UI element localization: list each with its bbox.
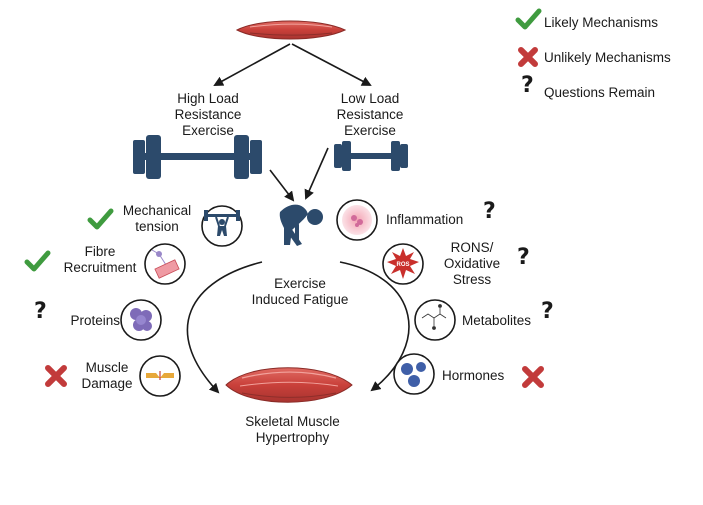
inflammation-circle	[336, 199, 378, 241]
muscle-damage-line-1: Muscle	[85, 360, 129, 375]
low-load-line-1: Low Load	[340, 91, 400, 106]
rons-circle: ROS	[382, 243, 424, 285]
hormones-label: Hormones	[442, 368, 505, 383]
rons-label: RONS/ Oxidative Stress	[432, 240, 512, 288]
low-load-label: Low Load Resistance Exercise	[320, 91, 420, 139]
question-icon-proteins: ?	[34, 299, 47, 324]
dumbbell-icon	[334, 141, 408, 171]
molecule-icon	[421, 304, 447, 330]
hypertrophy-line-2: Hypertrophy	[255, 430, 330, 445]
hypertrophy-arcs	[186, 261, 410, 394]
hypertrophy-muscle-icon	[225, 367, 353, 403]
question-icon-metabolites: ?	[541, 299, 554, 324]
legend-cross-icon	[518, 47, 538, 67]
metabolites-circle	[414, 299, 456, 341]
fibre-recruitment-line-2: Recruitment	[63, 260, 137, 275]
low-load-line-2: Resistance	[336, 107, 404, 122]
proteins-label: Proteins	[70, 313, 120, 328]
question-icon-rons: ?	[517, 245, 530, 270]
fibre-recruitment-label: Fibre Recruitment	[55, 244, 145, 276]
top-arrows	[213, 43, 372, 86]
damaged-fibre-icon	[146, 371, 174, 380]
cross-icon-hormones	[522, 366, 544, 388]
high-load-label: High Load Resistance Exercise	[158, 91, 258, 139]
fatigue-line-1: Exercise	[274, 276, 326, 291]
converging-arrows	[269, 147, 329, 202]
muscle-damage-line-2: Damage	[81, 376, 133, 391]
cross-icon-muscle-damage	[45, 365, 67, 387]
legend-unlikely-label: Unlikely Mechanisms	[544, 50, 671, 65]
fibre-recruitment-line-1: Fibre	[84, 244, 116, 259]
tired-person-icon	[279, 204, 323, 246]
legend-check-icon	[515, 8, 542, 30]
fatigue-line-2: Induced Fatigue	[251, 292, 349, 307]
muscle-damage-label: Muscle Damage	[72, 360, 142, 392]
fatigue-label: Exercise Induced Fatigue	[240, 276, 360, 308]
hypertrophy-line-1: Skeletal Muscle	[245, 414, 340, 429]
mechanical-tension-line-1: Mechanical	[122, 203, 192, 218]
fibre-recruitment-circle	[144, 243, 186, 285]
legend-questions-label: Questions Remain	[544, 85, 656, 100]
inflammation-label: Inflammation	[386, 212, 464, 227]
rons-line-3: Stress	[452, 272, 492, 287]
high-load-line-1: High Load	[177, 91, 239, 106]
ros-badge: ROS	[396, 262, 409, 268]
check-icon-fibre-recruitment	[24, 250, 51, 272]
hormones-circle	[393, 353, 435, 395]
muscle-damage-circle	[139, 355, 181, 397]
mechanical-tension-line-2: tension	[135, 219, 179, 234]
rons-line-2: Oxidative	[443, 256, 501, 271]
mechanical-tension-circle	[201, 205, 243, 247]
protein-icon	[130, 308, 152, 331]
hormone-spheres-icon	[401, 362, 426, 387]
question-icon-inflammation: ?	[483, 199, 496, 224]
mechanical-tension-label: Mechanical tension	[112, 203, 202, 235]
high-load-line-2: Resistance	[174, 107, 242, 122]
check-icon-mechanical-tension	[87, 208, 114, 230]
barbell-icon	[133, 135, 262, 179]
low-load-line-3: Exercise	[344, 123, 396, 138]
weightlifter-icon	[204, 210, 240, 236]
high-load-line-3: Exercise	[182, 123, 234, 138]
legend-question-icon: ?	[521, 73, 534, 98]
hypertrophy-label: Skeletal Muscle Hypertrophy	[230, 414, 355, 446]
ros-burst-icon: ROS	[387, 248, 419, 279]
metabolites-label: Metabolites	[462, 313, 532, 328]
proteins-circle	[120, 299, 162, 341]
rons-line-1: RONS/	[450, 240, 494, 255]
inflammation-cell-icon	[342, 205, 372, 235]
muscle-icon	[235, 20, 347, 40]
legend-likely-label: Likely Mechanisms	[544, 15, 659, 30]
muscle-fibre-icon	[151, 249, 180, 279]
